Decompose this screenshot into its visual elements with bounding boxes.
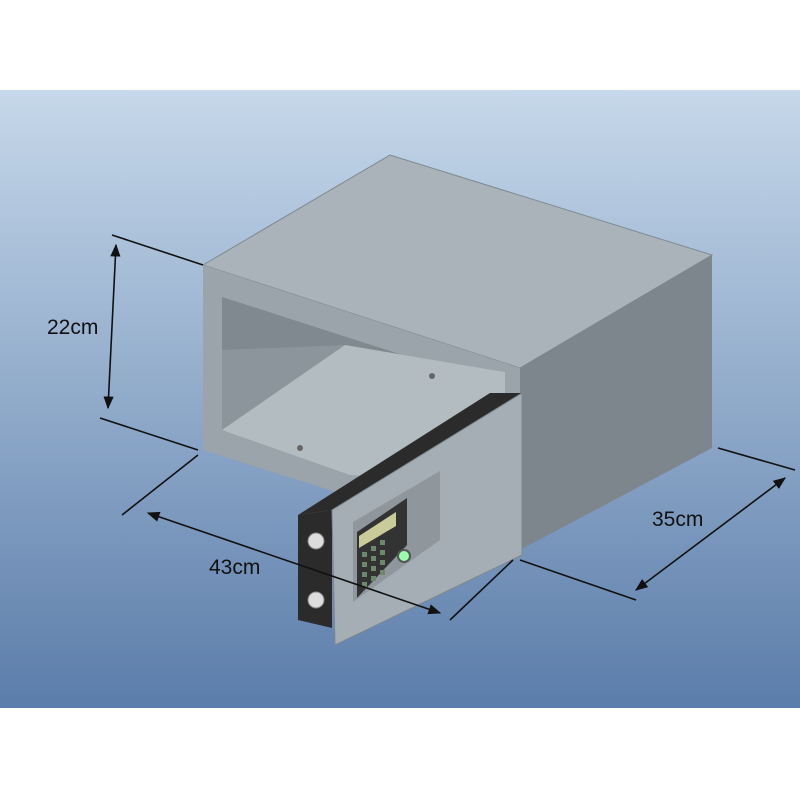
extension-line — [519, 559, 637, 601]
safe-right-face — [520, 255, 712, 550]
floor-hole — [297, 445, 303, 451]
depth-arrow — [634, 477, 787, 591]
width-label: 43cm — [209, 556, 261, 579]
height-label: 22cm — [47, 316, 99, 339]
extension-line — [449, 559, 514, 621]
door-edge-side — [298, 510, 332, 628]
extension-line — [99, 417, 199, 451]
door-edge-top — [298, 393, 522, 515]
depth-label: 35cm — [652, 508, 704, 531]
hinge-bolt-icon — [307, 591, 325, 609]
key-lock-icon — [397, 549, 411, 563]
extension-line — [717, 447, 796, 471]
extension-line — [111, 234, 204, 266]
hinge-bolt-icon — [307, 532, 325, 550]
width-arrow — [146, 511, 442, 615]
height-arrow — [103, 243, 121, 410]
floor-hole — [429, 373, 435, 379]
extension-line — [121, 454, 199, 516]
